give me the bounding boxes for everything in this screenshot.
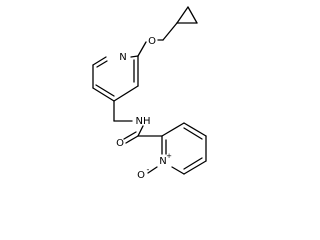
bond [187, 6, 198, 24]
bond [113, 85, 139, 102]
pyridine-ring [92, 55, 139, 102]
bond [183, 122, 207, 137]
bond [95, 84, 115, 97]
bond [176, 6, 189, 24]
n-oxide-nitrogen-label: N [159, 156, 166, 167]
bond [183, 127, 203, 140]
bond [92, 87, 115, 102]
bond [162, 22, 178, 41]
bond [183, 157, 203, 170]
carbonyl-oxygen-label: O [116, 138, 124, 149]
amide-nh-label: NH [136, 116, 151, 127]
bond [125, 135, 139, 144]
bond [130, 55, 139, 58]
bond [171, 166, 185, 175]
pyridine-n-oxide-ring [161, 122, 207, 175]
n-oxide-negative-charge: - [147, 165, 150, 174]
bond [183, 160, 207, 175]
n-oxide-oxygen-label: O [137, 170, 145, 181]
bond [137, 41, 147, 57]
ether-oxygen-label: O [148, 36, 156, 47]
bond [147, 166, 158, 174]
bond [161, 122, 185, 137]
structure-canvas: O N NH O N + O - [92, 6, 207, 181]
cyclopropyl-ring [176, 6, 198, 24]
bond [123, 131, 137, 140]
molecule-drawing: O N NH O N + O - [92, 6, 207, 181]
bond [137, 125, 144, 137]
n-oxide-positive-charge: + [166, 152, 172, 160]
bond [96, 60, 108, 68]
bond [92, 56, 107, 66]
pyridine-nitrogen-label: N [119, 52, 126, 63]
